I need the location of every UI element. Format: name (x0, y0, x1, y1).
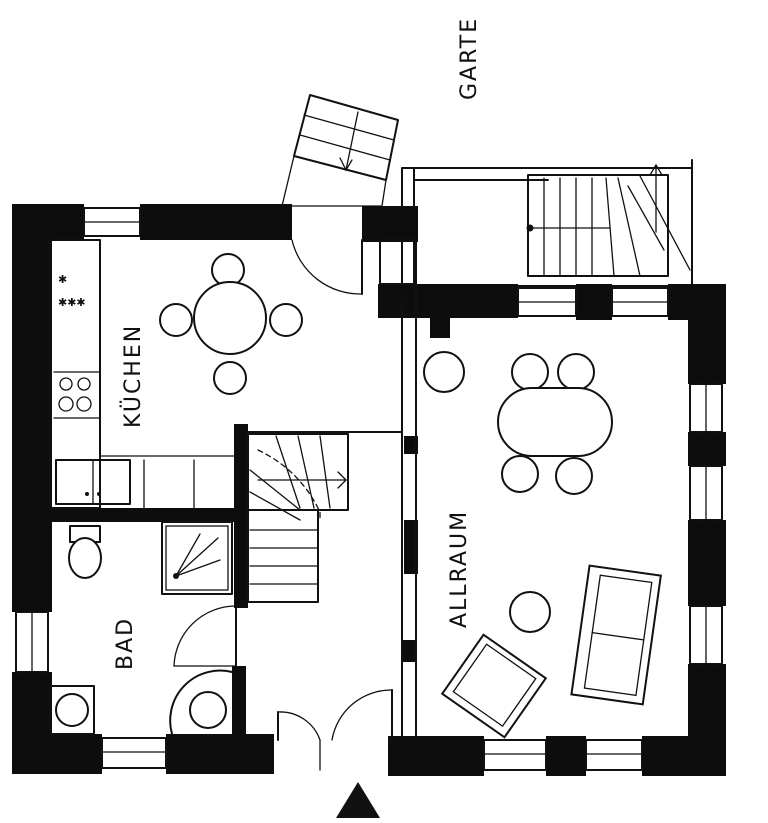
living-label: ALLRAUM (447, 510, 472, 628)
garden-label: GARTE (457, 17, 482, 100)
svg-text:✱✱✱: ✱✱✱ (58, 296, 86, 309)
svg-text:✱: ✱ (58, 273, 67, 286)
interior-staircase (247, 433, 349, 603)
doors (173, 239, 393, 771)
bathroom (49, 521, 233, 735)
terrace-stair (401, 159, 693, 287)
kitchen-label: KÜCHEN (120, 324, 146, 428)
interior-walls (50, 239, 417, 741)
living-room-furniture (423, 351, 662, 739)
kitchen: ✱✱✱ ✱ (49, 239, 235, 509)
exterior-walls (12, 204, 726, 776)
entrance-arrow-icon (336, 782, 380, 818)
outdoor-stair (281, 94, 399, 207)
windows (15, 207, 723, 771)
kitchen-dining-table (159, 253, 303, 395)
bath-label: BAD (113, 617, 138, 670)
